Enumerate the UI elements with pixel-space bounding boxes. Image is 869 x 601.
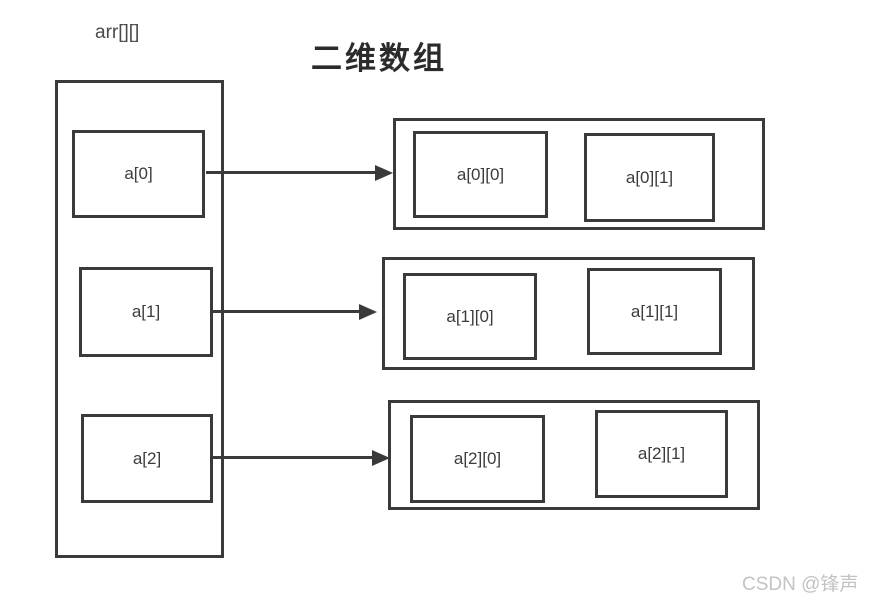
pointer-box-a0: a[0] xyxy=(72,130,205,218)
element-label-a21: a[2][1] xyxy=(637,444,686,463)
element-label-a01: a[0][1] xyxy=(625,167,674,187)
row-container-2: a[2][0] a[2][1] xyxy=(388,400,760,510)
pointer-box-a2: a[2] xyxy=(81,414,213,503)
element-label-a00: a[0][0] xyxy=(456,164,505,184)
pointer-box-a1: a[1] xyxy=(79,267,213,357)
watermark: CSDN @锋声 xyxy=(742,574,859,595)
arrow-line-row2 xyxy=(213,456,373,459)
pointer-label-a0: a[0] xyxy=(124,164,153,183)
pointer-label-a1: a[1] xyxy=(131,302,161,321)
array-name-label: arr[][] xyxy=(95,22,140,43)
arrow-head-icon-row2 xyxy=(372,450,390,466)
element-label-a20: a[2][0] xyxy=(453,449,502,468)
diagram-title: 二维数组 xyxy=(311,41,447,76)
arrow-head-icon-row0 xyxy=(375,165,393,181)
element-label-a11: a[1][1] xyxy=(630,301,679,321)
element-box-a10: a[1][0] xyxy=(403,273,537,360)
element-box-a11: a[1][1] xyxy=(587,268,722,355)
element-label-a10: a[1][0] xyxy=(446,306,494,326)
arrow-head-icon-row1 xyxy=(359,304,377,320)
pointer-label-a2: a[2] xyxy=(132,448,162,468)
element-box-a01: a[0][1] xyxy=(584,133,715,222)
element-box-a21: a[2][1] xyxy=(595,410,728,498)
arrow-line-row1 xyxy=(213,310,360,313)
row-container-1: a[1][0] a[1][1] xyxy=(382,257,755,370)
element-box-a00: a[0][0] xyxy=(413,131,548,218)
arrow-line-row0 xyxy=(206,171,376,174)
element-box-a20: a[2][0] xyxy=(410,415,545,503)
row-container-0: a[0][0] a[0][1] xyxy=(393,118,765,230)
